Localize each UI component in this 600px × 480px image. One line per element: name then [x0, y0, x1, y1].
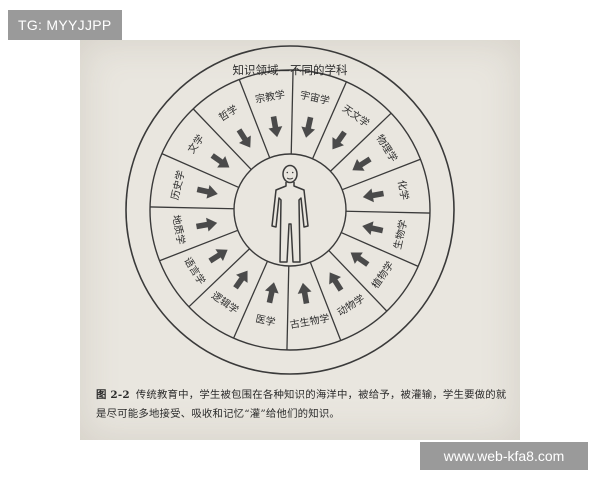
- discipline-label: 古生物学: [289, 311, 331, 331]
- discipline-label: 动物学: [335, 292, 367, 319]
- watermark-top: TG: MYYJJPP: [8, 10, 122, 40]
- wheel-spoke: [159, 229, 239, 262]
- wheel-inner-circle: [233, 153, 347, 267]
- wheel-spoke: [238, 79, 271, 159]
- inward-arrow-icon: [208, 249, 228, 264]
- wheel-outer-circle: [149, 69, 431, 351]
- discipline-label: 化学: [395, 179, 411, 201]
- wheel-spoke: [150, 206, 235, 210]
- diagram-title: 知识领域—不同的学科: [233, 63, 348, 77]
- inward-arrow-icon: [233, 270, 248, 290]
- caption-text: 传统教育中，学生被包围在各种知识的海洋中，被给予，被灌输，学生要做的就是尽可能多…: [96, 389, 507, 420]
- inward-arrow-icon: [196, 184, 218, 199]
- inward-arrow-icon: [362, 188, 385, 203]
- inward-arrow-icon: [352, 156, 372, 171]
- discipline-label: 生物学: [391, 218, 410, 250]
- discipline-label: 宇宙学: [299, 88, 331, 107]
- outer-ring: [125, 45, 455, 375]
- discipline-label: 逻辑学: [209, 289, 241, 317]
- wheel-spoke: [330, 112, 392, 172]
- human-figure-icon: [271, 164, 309, 263]
- wheel-spoke: [286, 265, 290, 350]
- discipline-label: 物理学: [373, 132, 400, 164]
- watermark-bottom: www.web-kfa8.com: [420, 442, 588, 470]
- wheel-spoke: [192, 108, 252, 170]
- inward-arrow-icon: [362, 221, 384, 236]
- discipline-label: 天文学: [340, 102, 372, 130]
- wheel-spoke: [188, 248, 250, 308]
- discipline-label: 地质学: [170, 214, 188, 246]
- discipline-label: 历史学: [168, 169, 187, 201]
- inward-arrow-icon: [195, 217, 218, 232]
- figure-number: 图 2-2: [96, 389, 130, 401]
- inward-arrow-icon: [264, 282, 279, 304]
- wheel-spoke: [309, 261, 342, 341]
- wheel-spoke: [311, 81, 347, 160]
- discipline-label: 语言学: [181, 255, 208, 287]
- wheel-spoke: [345, 210, 430, 214]
- inward-arrow-icon: [268, 115, 283, 138]
- inward-arrow-icon: [332, 130, 347, 150]
- discipline-label: 植物学: [369, 259, 397, 291]
- discipline-label: 文学: [185, 132, 207, 156]
- inward-arrow-icon: [210, 153, 230, 168]
- wheel-spokes: [150, 70, 430, 350]
- wheel-spoke: [290, 70, 294, 155]
- wheel-spoke: [340, 231, 419, 267]
- wheel-spoke: [233, 260, 269, 339]
- wheel-spoke: [341, 158, 421, 191]
- wheel-spoke: [328, 250, 388, 312]
- discipline-label: 宗教学: [254, 88, 286, 106]
- inward-arrow-icon: [301, 116, 316, 138]
- inward-arrow-icon: [329, 272, 344, 292]
- discipline-label: 哲学: [216, 102, 240, 124]
- discipline-label: 医学: [254, 312, 276, 329]
- inward-arrows: [195, 115, 385, 305]
- inward-arrow-icon: [297, 282, 312, 305]
- wheel-spoke: [161, 153, 240, 189]
- inward-arrow-icon: [350, 252, 370, 267]
- inward-arrow-icon: [236, 128, 251, 148]
